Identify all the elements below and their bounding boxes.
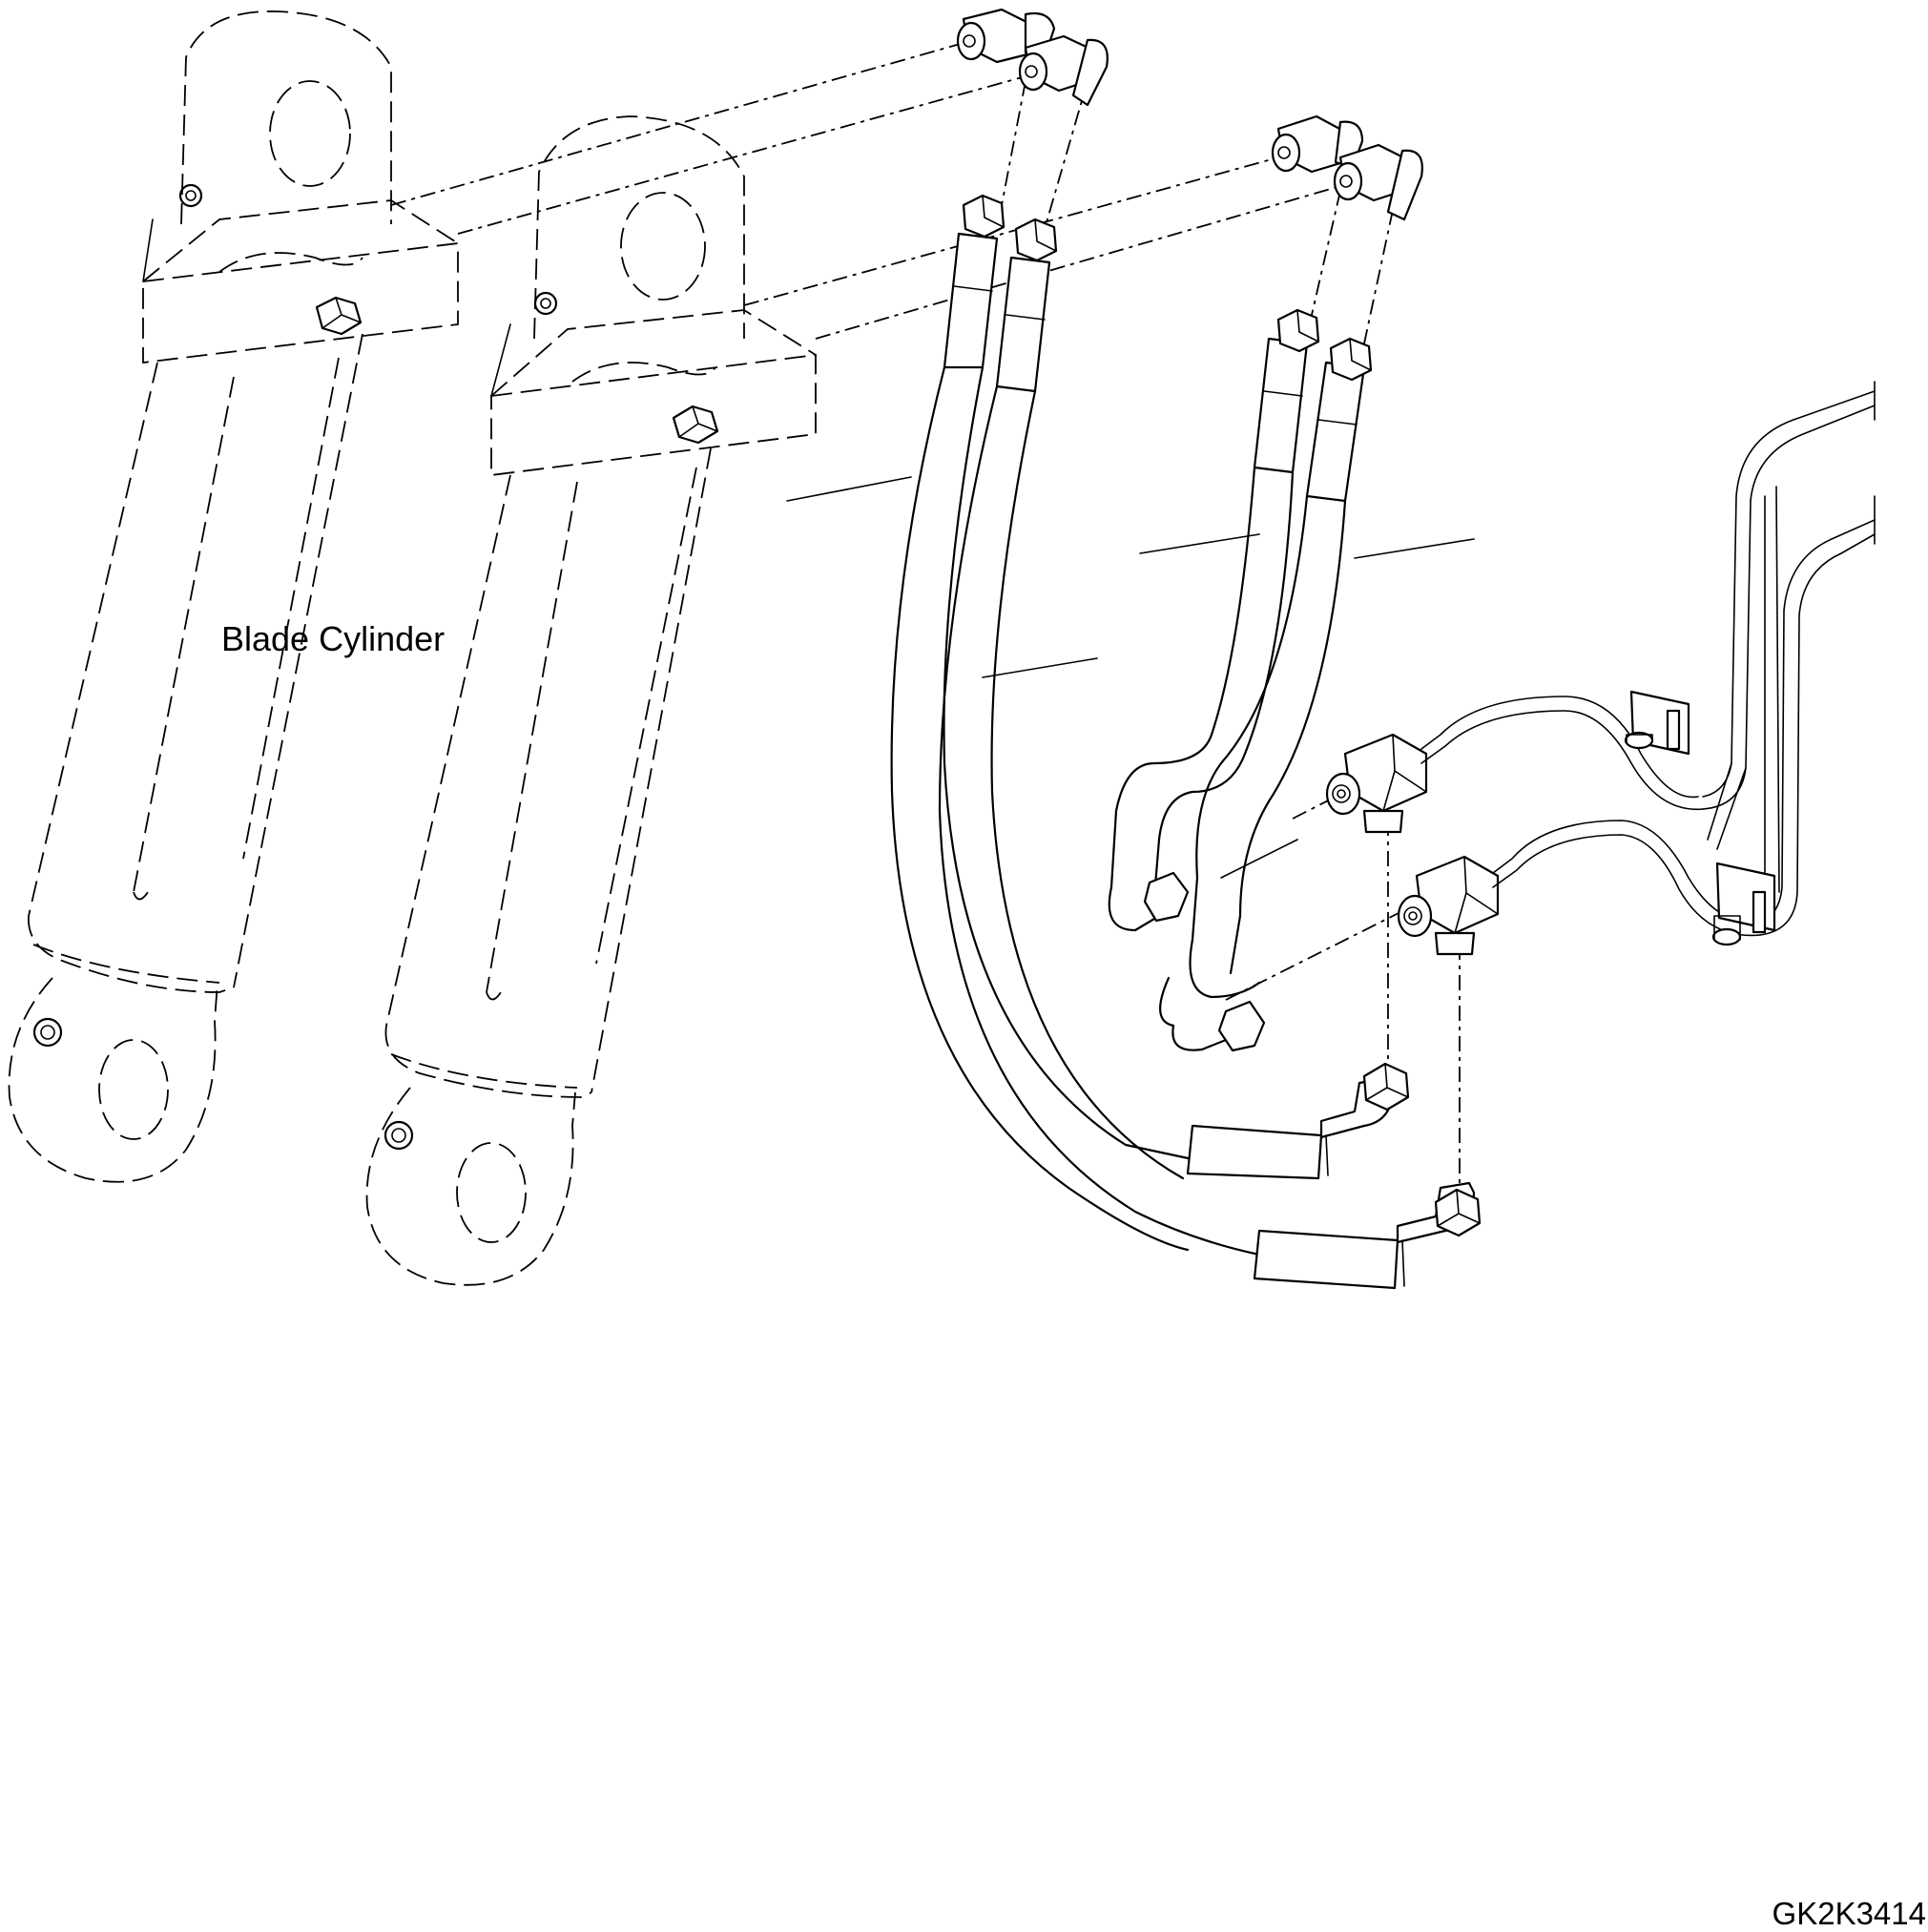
steel-tube-upper <box>1420 390 1876 811</box>
hex-bolt-icon <box>672 405 719 445</box>
elbow-fitting-3 <box>1271 114 1364 174</box>
hose-long-b <box>938 218 1476 1290</box>
hose-short-b <box>1159 337 1373 1052</box>
grease-nipple-icon <box>533 291 558 316</box>
blade-cylinder-right <box>365 115 817 1286</box>
steel-tube-lower <box>1492 381 1876 937</box>
grease-nipple-icon <box>384 1120 414 1151</box>
grease-nipple-icon <box>178 183 203 208</box>
hex-nut-icon <box>1362 1062 1410 1111</box>
tee-fitting-1 <box>1325 733 1428 834</box>
pipe-clamp-upper <box>1624 690 1690 756</box>
drawing-number-label: GK2K3414 <box>1773 1896 1926 1931</box>
assembly-leader-lines <box>390 42 1461 1197</box>
callout-leaders <box>786 476 1475 879</box>
tee-fitting-2 <box>1397 855 1500 956</box>
elbow-fitting-1 <box>956 8 1056 64</box>
hex-bolt-icon <box>315 296 363 336</box>
pipe-clamp-lower <box>1711 862 1776 946</box>
elbow-fitting-2 <box>1018 34 1109 107</box>
blade-cylinder-left <box>8 10 459 1183</box>
grease-nipple-icon <box>32 1017 63 1048</box>
blade-cylinder-label: Blade Cylinder <box>221 619 445 658</box>
hose-short-a <box>1108 308 1320 932</box>
elbow-fitting-4 <box>1333 143 1423 221</box>
hose-long-a <box>890 194 1395 1252</box>
hex-nut-icon <box>1434 1188 1482 1237</box>
